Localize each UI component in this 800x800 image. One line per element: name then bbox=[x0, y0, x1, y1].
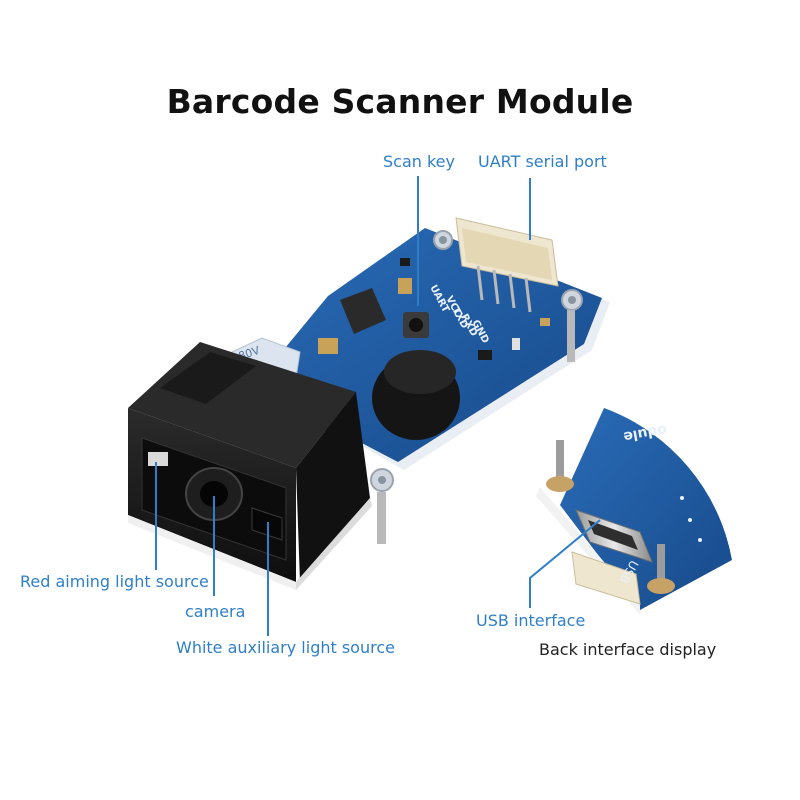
back-view-inset: odule USB bbox=[536, 408, 732, 615]
callout-lines bbox=[155, 176, 601, 636]
label-uart: UART serial port bbox=[478, 152, 607, 171]
scanner-engine bbox=[128, 342, 372, 590]
label-back-display: Back interface display bbox=[539, 640, 717, 659]
label-red-aiming: Red aiming light source bbox=[20, 572, 209, 591]
callout-usb bbox=[529, 519, 601, 608]
label-scan-key: Scan key bbox=[383, 152, 455, 171]
inset-module-label: odule bbox=[622, 421, 668, 444]
uart-connector bbox=[455, 217, 559, 313]
label-white-light: White auxiliary light source bbox=[176, 638, 395, 657]
page-title: Barcode Scanner Module bbox=[166, 82, 634, 121]
label-camera: camera bbox=[185, 602, 246, 621]
label-usb: USB interface bbox=[476, 611, 586, 630]
